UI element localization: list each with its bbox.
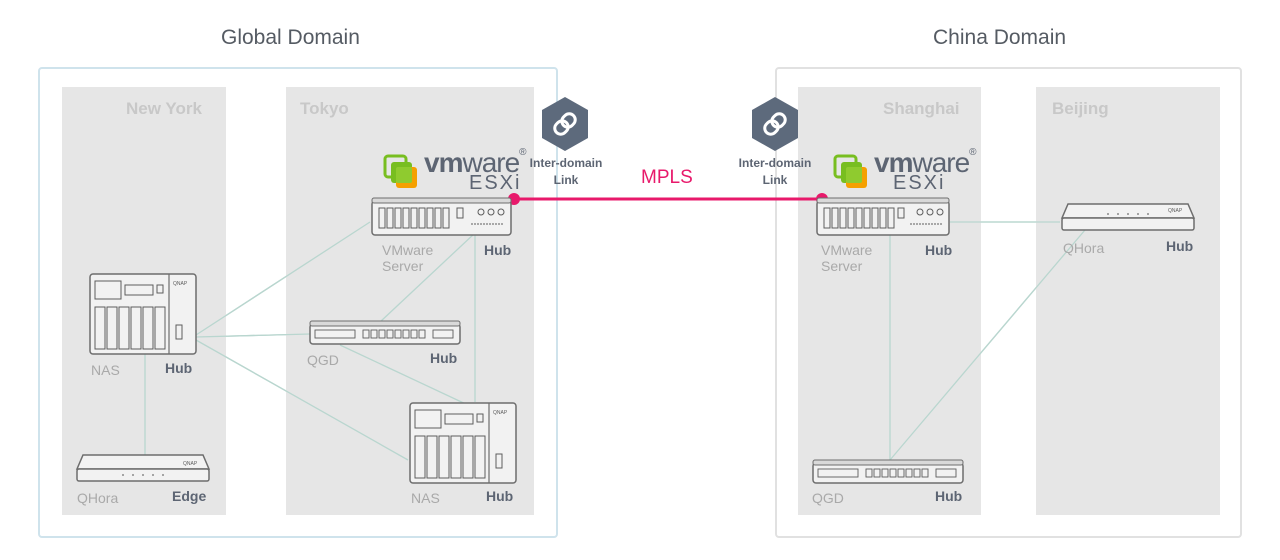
device-role-shanghai-qgd: Hub	[935, 488, 963, 504]
vmware-logo-icon	[833, 154, 867, 188]
vmware-wordmark-vm: vm	[424, 147, 463, 178]
global-domain-box	[38, 67, 558, 538]
device-name-beijing-qhora: QHora	[1063, 240, 1105, 256]
link-line	[195, 221, 371, 336]
vmware-wordmark: vmware®	[874, 147, 977, 179]
nas-icon: QNAP	[89, 273, 197, 355]
device-name-ny-nas: NAS	[91, 362, 120, 378]
esxi-label: ESXi	[469, 172, 522, 194]
vmware-wordmark: vmware®	[424, 147, 527, 179]
mpls-label: MPLS	[641, 167, 693, 188]
inter-domain-link-label-left: Inter-domain Link	[529, 156, 603, 187]
link-chain-icon	[752, 97, 798, 151]
vmware-wordmark-vm: vm	[874, 147, 913, 178]
vmware-wordmark-ware: ware	[462, 147, 520, 178]
svg-text:QNAP: QNAP	[173, 281, 188, 287]
device-name-shanghai-vmware: VMware Server	[821, 242, 873, 274]
svg-text:QNAP: QNAP	[493, 410, 508, 416]
vmware-logo-icon	[383, 154, 417, 188]
device-role-tokyo-vmware: Hub	[484, 242, 512, 258]
link-line	[339, 344, 471, 407]
vmware-wordmark-ware: ware	[912, 147, 970, 178]
device-role-ny-qhora: Edge	[172, 488, 207, 504]
global-domain-title: Global Domain	[221, 26, 360, 49]
link-line	[195, 333, 311, 338]
link-line	[195, 339, 409, 461]
device-name-shanghai-qgd: QGD	[812, 490, 844, 506]
city-label-new-york: New York	[126, 99, 202, 118]
china-domain-box	[775, 67, 1242, 538]
device-role-tokyo-nas: Hub	[486, 488, 514, 504]
switch-icon	[812, 459, 964, 484]
svg-text:QNAP: QNAP	[1168, 208, 1183, 214]
device-role-tokyo-qgd: Hub	[430, 350, 458, 366]
china-domain-title: China Domain	[933, 26, 1067, 49]
device-name-ny-qhora: QHora	[77, 490, 119, 506]
city-label-tokyo: Tokyo	[300, 99, 349, 118]
device-name-tokyo-vmware: VMware Server	[382, 242, 434, 274]
server-icon	[816, 197, 950, 236]
switch-icon	[309, 320, 461, 345]
device-role-ny-nas: Hub	[165, 360, 193, 376]
device-name-tokyo-nas: NAS	[411, 490, 440, 506]
esxi-label: ESXi	[893, 172, 946, 194]
vmware-reg-mark: ®	[969, 147, 976, 158]
nas-icon: QNAP	[409, 402, 517, 484]
link-line	[889, 229, 1086, 461]
inter-domain-link-label-right: Inter-domain Link	[738, 156, 812, 187]
link-line	[379, 232, 476, 323]
link-chain-icon	[542, 97, 588, 151]
router-icon: QNAP	[75, 454, 211, 482]
router-icon: QNAP	[1060, 203, 1196, 231]
device-name-tokyo-qgd: QGD	[307, 352, 339, 368]
device-role-beijing-qhora: Hub	[1166, 238, 1194, 254]
svg-text:QNAP: QNAP	[183, 461, 198, 467]
city-label-shanghai: Shanghai	[883, 99, 960, 118]
server-icon	[371, 197, 512, 236]
city-label-beijing: Beijing	[1052, 99, 1109, 118]
vmware-reg-mark: ®	[519, 147, 526, 158]
device-role-shanghai-vmware: Hub	[925, 242, 953, 258]
city-panel-beijing	[1036, 87, 1220, 515]
